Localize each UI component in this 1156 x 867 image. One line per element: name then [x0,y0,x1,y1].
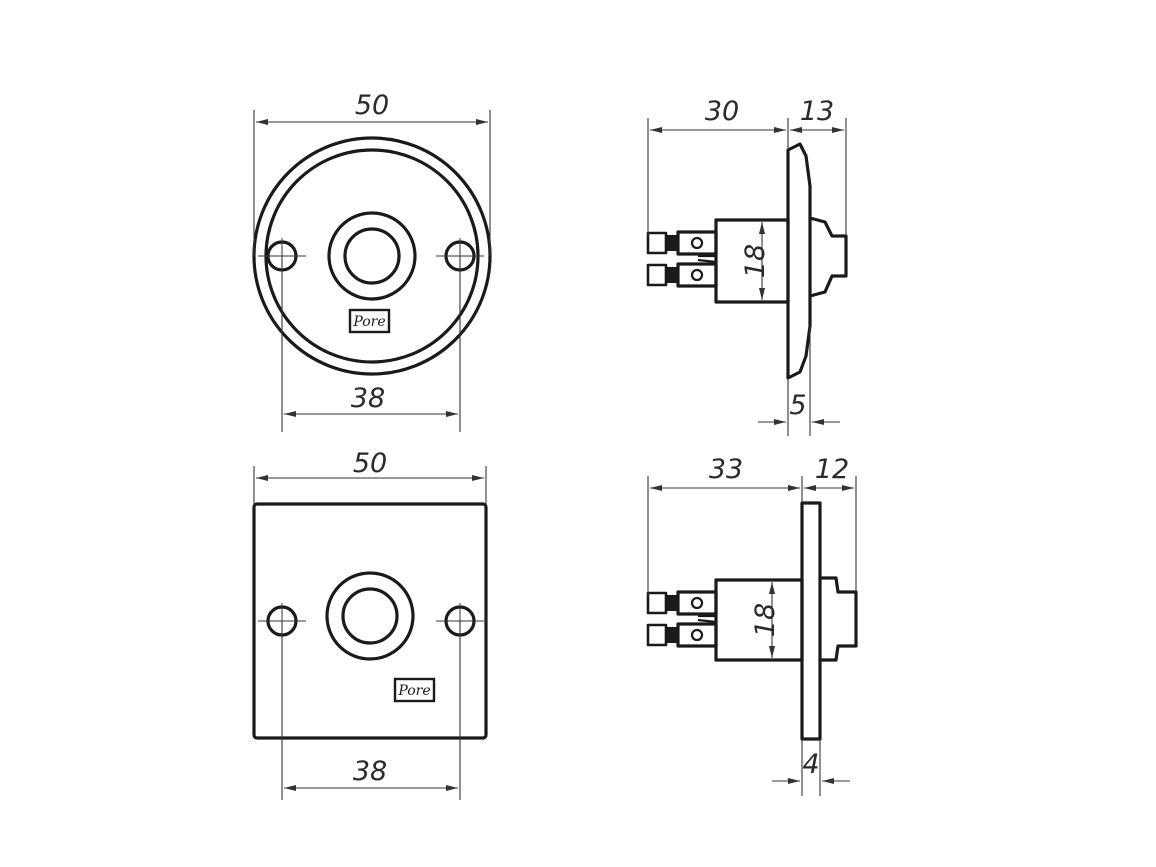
square-side-view: 33 12 18 4 [646,454,858,796]
button-bezel [325,571,415,661]
round-plate-profile [786,142,812,380]
round-front-view: Pore 50 38 [252,90,492,432]
round-side-view: 30 13 18 5 [646,96,848,436]
dim-label: 5 [789,390,806,421]
push-button [343,227,401,285]
push-button [808,216,848,298]
dim-label: 38 [353,756,387,787]
square-plate [252,502,488,740]
terminal-bottom [646,262,718,288]
dim-label: 38 [351,383,385,414]
switch-body [714,578,804,662]
terminal-bottom [646,622,718,648]
button-bezel [327,211,417,301]
dim-label: 12 [815,454,849,485]
dim-label: 50 [355,90,389,121]
square-front-view: Pore 50 38 [252,448,488,800]
dim-label: 18 [750,603,781,637]
dim-label: 13 [800,96,834,127]
logo-text: Pore [397,683,430,699]
dim-label: 18 [740,244,771,278]
terminal-top [646,230,718,256]
dim-label: 4 [802,749,819,780]
square-plate-profile [800,501,822,741]
push-button [341,587,399,645]
dim-label: 50 [353,448,387,479]
dim-label: 33 [709,454,743,485]
push-button [818,576,858,662]
brand-logo: Pore [348,308,391,334]
brand-logo: Pore [393,677,436,703]
terminal-top [646,590,718,616]
logo-text: Pore [352,314,385,330]
dim-label: 30 [705,96,739,127]
